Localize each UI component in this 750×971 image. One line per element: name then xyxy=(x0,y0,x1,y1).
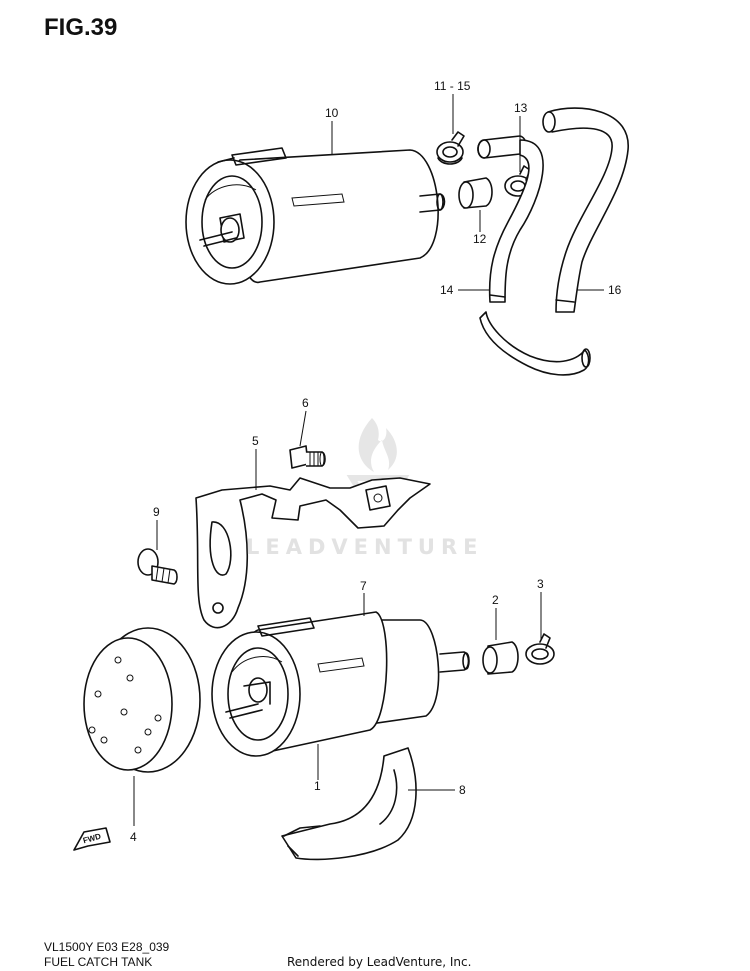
callout-8: 8 xyxy=(459,783,466,797)
figure-subtitle: FUEL CATCH TANK xyxy=(44,955,153,969)
holder-band-8[interactable] xyxy=(281,747,455,861)
figure-title: FIG.39 xyxy=(44,14,118,41)
hose-clamp-11-15[interactable] xyxy=(436,94,465,165)
hose-joint-12[interactable] xyxy=(458,177,493,232)
callout-7: 7 xyxy=(360,579,367,593)
tank-cap-4[interactable] xyxy=(83,627,201,826)
short-pipe[interactable] xyxy=(477,135,527,159)
model-code: VL1500Y E03 E28_039 xyxy=(44,940,170,954)
bolt-9[interactable] xyxy=(137,520,178,585)
watermark-text: LEADVENTURE xyxy=(246,535,484,559)
callout-10: 10 xyxy=(325,106,339,120)
callout-2: 2 xyxy=(492,593,499,607)
callout-9: 9 xyxy=(153,505,160,519)
hose-joint-2[interactable] xyxy=(482,608,519,675)
callout-16: 16 xyxy=(608,283,622,297)
bolt-6[interactable] xyxy=(289,410,326,469)
forward-arrow-icon xyxy=(73,827,111,851)
callout-5: 5 xyxy=(252,434,259,448)
callout-12: 12 xyxy=(473,232,487,246)
callout-6: 6 xyxy=(302,396,309,410)
upper-fuel-catch-tank[interactable] xyxy=(185,121,446,285)
callout-14: 14 xyxy=(440,283,454,297)
lower-fuel-catch-tank[interactable] xyxy=(211,593,470,780)
rendered-by-credit: Rendered by LeadVenture, Inc. xyxy=(287,955,472,969)
callout-13: 13 xyxy=(514,101,528,115)
callout-11-15: 11 - 15 xyxy=(434,79,471,93)
callout-4: 4 xyxy=(130,830,137,844)
hose-clamp-3[interactable] xyxy=(525,592,555,665)
bracket-5[interactable] xyxy=(195,449,431,629)
hose-16[interactable] xyxy=(542,107,629,313)
hose-14[interactable] xyxy=(458,139,591,376)
callout-1: 1 xyxy=(314,779,321,793)
callout-3: 3 xyxy=(537,577,544,591)
